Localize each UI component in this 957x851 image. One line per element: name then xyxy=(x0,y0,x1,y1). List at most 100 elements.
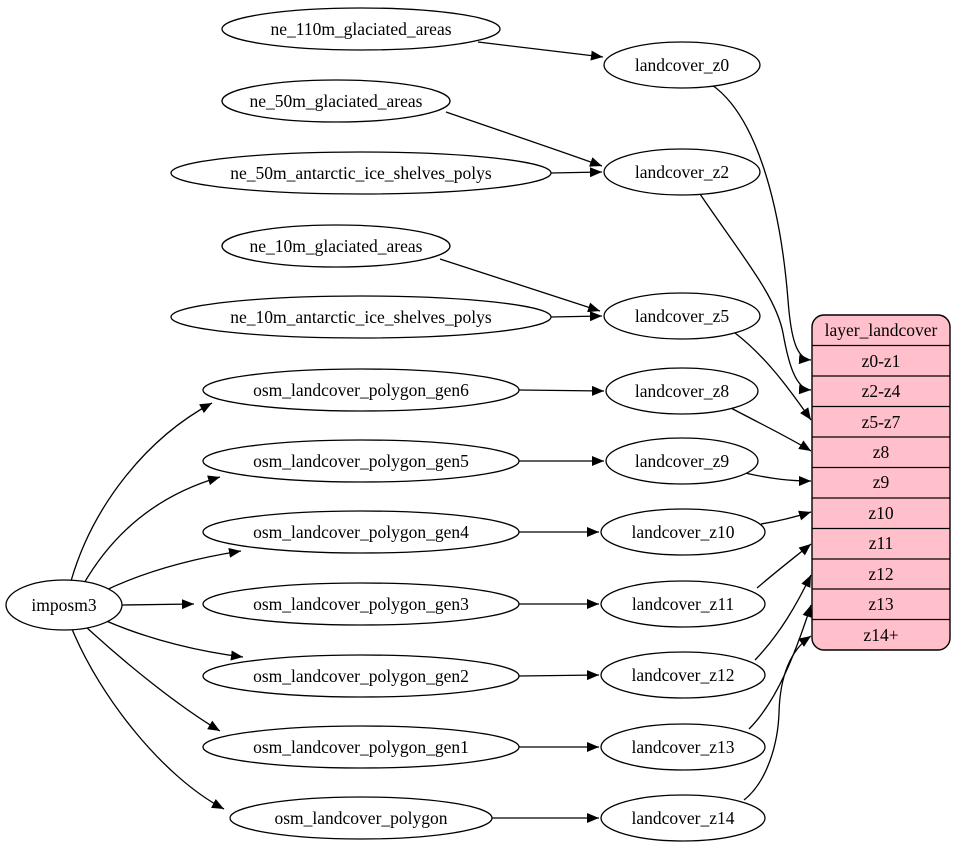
node-ne_110m_glaciated_areas: ne_110m_glaciated_areas xyxy=(221,7,501,51)
landcover_z8-ellipse xyxy=(605,367,759,415)
edge-ne_10m_antarctic_ice_shelves_polys-to-landcover_z5 xyxy=(550,311,603,322)
osm_landcover_polygon_gen6-ellipse xyxy=(202,368,520,412)
edge-imposm3-to-osm_landcover_polygon_gen5 xyxy=(82,475,221,586)
record-row-z11: z11 xyxy=(869,533,894,553)
imposm3-label: imposm3 xyxy=(31,595,96,615)
node-osm_landcover_polygon_gen5: osm_landcover_polygon_gen5 xyxy=(202,439,520,483)
osm_landcover_polygon_gen4-label: osm_landcover_polygon_gen4 xyxy=(253,522,469,542)
edge-imposm3-to-osm_landcover_polygon xyxy=(71,628,225,810)
node-landcover_z0: landcover_z0 xyxy=(603,41,761,89)
landcover_z9-ellipse xyxy=(605,437,759,485)
osm_landcover_polygon_gen2-label: osm_landcover_polygon_gen2 xyxy=(253,666,469,686)
landcover_z12-label: landcover_z12 xyxy=(631,665,734,685)
edge-landcover_z11-to-layer_landcover-z11 xyxy=(756,543,812,589)
ne_10m_glaciated_areas-ellipse xyxy=(221,224,451,268)
landcover_z13-label: landcover_z13 xyxy=(631,737,734,757)
node-landcover_z5: landcover_z5 xyxy=(603,292,761,340)
edge-landcover_z5-to-layer_landcover-z5-z7 xyxy=(734,332,812,421)
edge-landcover_z10-to-layer_landcover-z10 xyxy=(760,510,812,525)
record-row-z2-z4: z2-z4 xyxy=(862,381,901,401)
node-landcover_z14: landcover_z14 xyxy=(600,794,766,842)
node-osm_landcover_polygon_gen6: osm_landcover_polygon_gen6 xyxy=(202,368,520,412)
edge-osm_landcover_polygon_gen6-to-landcover_z8 xyxy=(518,385,605,396)
node-landcover_z2: landcover_z2 xyxy=(603,148,761,196)
ne_50m_glaciated_areas-ellipse xyxy=(221,79,451,123)
landcover_z12-ellipse xyxy=(600,651,766,699)
ne_10m_antarctic_ice_shelves_polys-ellipse xyxy=(170,295,552,339)
layer_landcover-box xyxy=(811,314,951,651)
edge-landcover_z8-to-layer_landcover-z8 xyxy=(728,406,812,452)
node-osm_landcover_polygon_gen4: osm_landcover_polygon_gen4 xyxy=(202,510,520,554)
edge-ne_50m_glaciated_areas-to-landcover_z2 xyxy=(445,111,603,167)
ne_50m_glaciated_areas-label: ne_50m_glaciated_areas xyxy=(250,91,423,111)
node-ne_10m_glaciated_areas: ne_10m_glaciated_areas xyxy=(221,224,451,268)
landcover_z13-ellipse xyxy=(600,723,766,771)
record-row-z9: z9 xyxy=(873,472,890,492)
landcover_z0-label: landcover_z0 xyxy=(635,55,730,75)
edge-landcover_z12-to-layer_landcover-z12 xyxy=(754,574,812,661)
edge-imposm3-to-osm_landcover_polygon_gen4 xyxy=(103,547,242,592)
landcover_z8-label: landcover_z8 xyxy=(635,381,730,401)
ne_10m_antarctic_ice_shelves_polys-label: ne_10m_antarctic_ice_shelves_polys xyxy=(230,307,492,327)
landcover_z0-ellipse xyxy=(603,41,761,89)
record-row-z14plus: z14+ xyxy=(863,625,898,645)
record-row-z5-z7: z5-z7 xyxy=(862,412,901,432)
osm_landcover_polygon_gen1-label: osm_landcover_polygon_gen1 xyxy=(253,737,469,757)
osm_landcover_polygon_gen5-label: osm_landcover_polygon_gen5 xyxy=(253,451,469,471)
landcover_z2-ellipse xyxy=(603,148,761,196)
osm_landcover_polygon_gen1-ellipse xyxy=(202,725,520,769)
edge-landcover_z14-to-layer_landcover-z14plus xyxy=(743,635,812,801)
landcover_z11-label: landcover_z11 xyxy=(632,594,734,614)
edge-imposm3-to-osm_landcover_polygon_gen6 xyxy=(70,402,213,582)
edge-imposm3-to-osm_landcover_polygon_gen2 xyxy=(103,619,244,661)
record-row-z10: z10 xyxy=(868,503,894,523)
node-landcover_z11: landcover_z11 xyxy=(600,580,766,628)
node-imposm3: imposm3 xyxy=(5,579,123,631)
edge-landcover_z0-to-layer_landcover-z0-z1 xyxy=(711,84,812,365)
ne_110m_glaciated_areas-label: ne_110m_glaciated_areas xyxy=(270,19,451,39)
edge-landcover_z2-to-layer_landcover-z2-z4 xyxy=(699,193,812,395)
edge-osm_landcover_polygon_gen2-to-landcover_z12 xyxy=(518,670,600,681)
node-osm_landcover_polygon_gen2: osm_landcover_polygon_gen2 xyxy=(202,654,520,698)
landcover_z10-label: landcover_z10 xyxy=(631,522,734,542)
edge-ne_50m_antarctic_ice_shelves_polys-to-landcover_z2 xyxy=(550,167,603,178)
layer_landcover-title: layer_landcover xyxy=(825,320,938,340)
record-node-layer_landcover: layer_landcover z0-z1 z2-z4 z5-z7 z8 z9 … xyxy=(811,314,951,651)
osm_landcover_polygon-label: osm_landcover_polygon xyxy=(274,808,447,828)
osm_landcover_polygon_gen6-label: osm_landcover_polygon_gen6 xyxy=(253,380,469,400)
ne_50m_antarctic_ice_shelves_polys-ellipse xyxy=(170,151,552,195)
node-osm_landcover_polygon_gen1: osm_landcover_polygon_gen1 xyxy=(202,725,520,769)
record-row-z8: z8 xyxy=(873,442,890,462)
imposm3-ellipse xyxy=(5,579,123,631)
osm_landcover_polygon_gen4-ellipse xyxy=(202,510,520,554)
osm_landcover_polygon_gen5-ellipse xyxy=(202,439,520,483)
landcover_z9-label: landcover_z9 xyxy=(635,451,730,471)
landcover_z2-label: landcover_z2 xyxy=(635,162,729,182)
landcover_z5-ellipse xyxy=(603,292,761,340)
landcover_z14-ellipse xyxy=(600,794,766,842)
record-row-z12: z12 xyxy=(868,564,893,584)
nodes-layer: imposm3 ne_110m_glaciated_areas ne_50m_g… xyxy=(5,7,766,842)
edge-ne_10m_glaciated_areas-to-landcover_z5 xyxy=(439,258,601,313)
record-row-z0-z1: z0-z1 xyxy=(862,351,901,371)
edge-imposm3-to-osm_landcover_polygon_gen1 xyxy=(84,625,221,732)
landcover_z5-label: landcover_z5 xyxy=(635,306,730,326)
node-osm_landcover_polygon_gen3: osm_landcover_polygon_gen3 xyxy=(202,582,520,626)
node-landcover_z10: landcover_z10 xyxy=(600,508,766,556)
node-landcover_z9: landcover_z9 xyxy=(605,437,759,485)
ne_10m_glaciated_areas-label: ne_10m_glaciated_areas xyxy=(250,236,423,256)
osm_landcover_polygon_gen2-ellipse xyxy=(202,654,520,698)
osm_landcover_polygon-ellipse xyxy=(229,796,493,840)
node-ne_50m_glaciated_areas: ne_50m_glaciated_areas xyxy=(221,79,451,123)
landcover_z14-label: landcover_z14 xyxy=(631,808,734,828)
edge-imposm3-to-osm_landcover_polygon_gen3 xyxy=(121,599,195,610)
edge-landcover_z9-to-layer_landcover-z9 xyxy=(744,472,812,486)
ne_50m_antarctic_ice_shelves_polys-label: ne_50m_antarctic_ice_shelves_polys xyxy=(230,163,492,183)
record-row-z13: z13 xyxy=(868,594,894,614)
node-osm_landcover_polygon: osm_landcover_polygon xyxy=(229,796,493,840)
node-landcover_z8: landcover_z8 xyxy=(605,367,759,415)
ne_110m_glaciated_areas-ellipse xyxy=(221,7,501,51)
osm_landcover_polygon_gen3-label: osm_landcover_polygon_gen3 xyxy=(253,594,469,614)
